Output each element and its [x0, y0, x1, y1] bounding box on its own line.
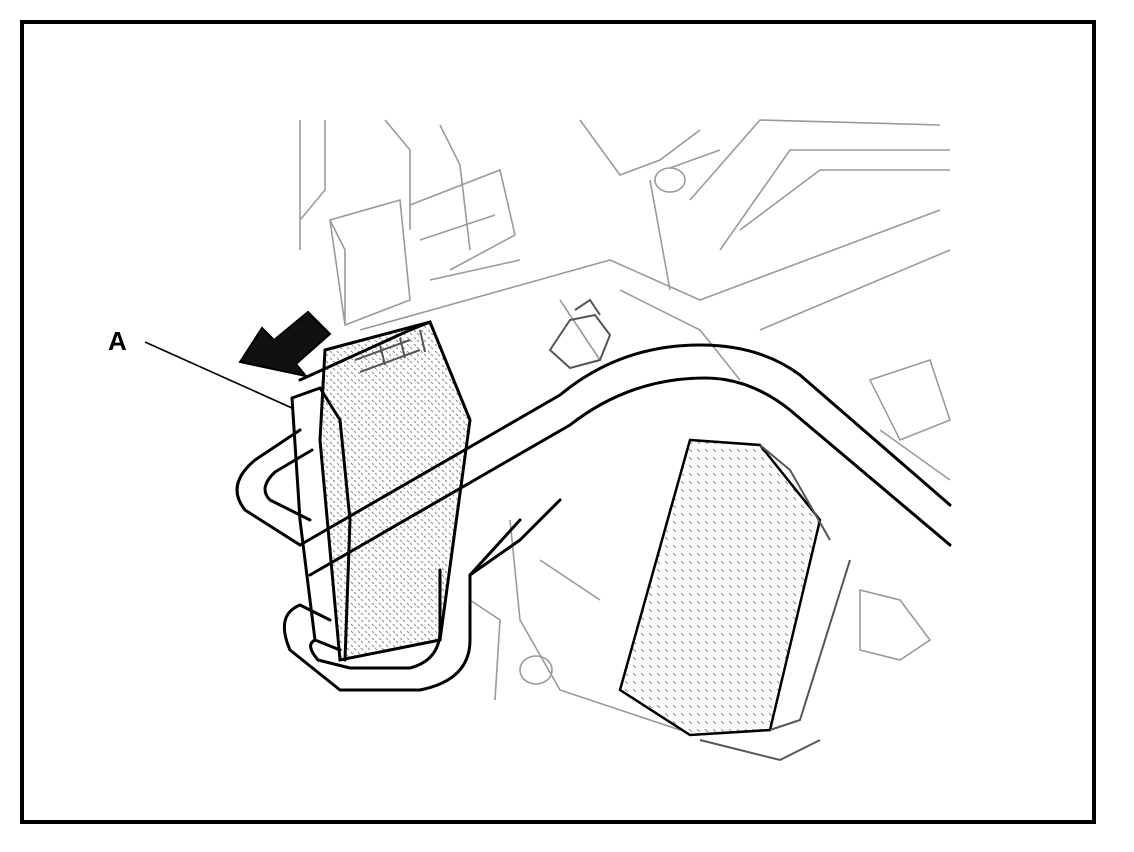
figure-frame — [20, 20, 1096, 824]
evaporator-panel — [618, 438, 851, 762]
heater-core-pipes — [235, 343, 952, 692]
callout-label-a: A — [108, 326, 127, 356]
removal-direction-arrow — [238, 310, 332, 378]
callout-leader-line — [144, 341, 293, 409]
heater-core — [290, 320, 472, 662]
hvac-housing-background — [299, 119, 951, 731]
pipe-clamp — [548, 298, 612, 370]
